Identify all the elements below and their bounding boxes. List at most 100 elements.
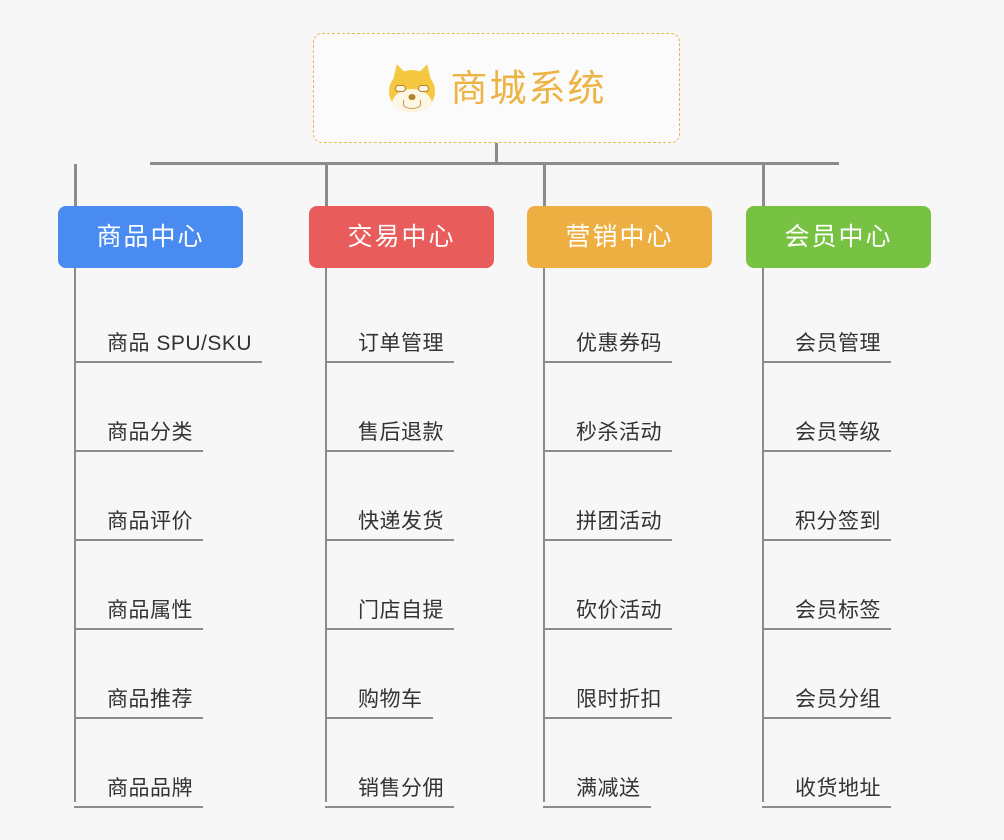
- leaf-item-underline: 商品品牌: [74, 777, 203, 808]
- connector-drop-member-center: [762, 164, 765, 206]
- branch-items-trade-center: 订单管理售后退款快递发货门店自提购物车销售分佣: [325, 268, 494, 808]
- leaf-item[interactable]: 购物车: [325, 630, 494, 719]
- leaf-item-underline: 购物车: [325, 688, 433, 719]
- leaf-item-underline: 会员等级: [762, 421, 891, 452]
- branch-header-label: 营销中心: [565, 222, 674, 251]
- leaf-item-underline: 会员标签: [762, 599, 891, 630]
- leaf-item-label: 会员等级: [795, 420, 881, 444]
- leaf-item-label: 优惠券码: [576, 331, 662, 355]
- leaf-item[interactable]: 限时折扣: [543, 630, 712, 719]
- leaf-item-underline: 会员管理: [762, 332, 891, 363]
- connector-root-stem: [495, 143, 498, 164]
- leaf-item-underline: 商品 SPU/SKU: [74, 331, 263, 363]
- leaf-item-underline: 收货地址: [762, 777, 891, 808]
- branch-product-center: 商品中心商品 SPU/SKU 商品分类商品评价商品属性商品推荐商品品牌: [58, 206, 263, 808]
- connector-spine-trade-center: [325, 268, 327, 802]
- leaf-item[interactable]: 会员分组: [762, 630, 931, 719]
- root-node[interactable]: 商城系统: [313, 33, 680, 143]
- branch-marketing-center: 营销中心优惠券码秒杀活动拼团活动砍价活动限时折扣满减送: [527, 206, 712, 808]
- leaf-item-label: 销售分佣: [358, 776, 444, 800]
- leaf-item[interactable]: 商品推荐: [74, 630, 243, 719]
- leaf-item[interactable]: 满减送: [543, 719, 712, 808]
- connector-drop-product-center: [74, 164, 77, 206]
- leaf-item[interactable]: 商品分类: [74, 363, 243, 452]
- leaf-item-label: 收货地址: [795, 776, 881, 800]
- branch-header-label: 会员中心: [784, 222, 893, 251]
- leaf-item-label: 商品属性: [107, 598, 193, 622]
- leaf-item-underline: 商品分类: [74, 421, 203, 452]
- leaf-item-underline: 积分签到: [762, 510, 891, 541]
- leaf-item-label: 商品推荐: [107, 687, 193, 711]
- branch-header-trade-center[interactable]: 交易中心: [309, 206, 494, 268]
- leaf-item[interactable]: 商品品牌: [74, 719, 243, 808]
- connector-spine-marketing-center: [543, 268, 545, 802]
- connector-spine-member-center: [762, 268, 764, 802]
- leaf-item-underline: 限时折扣: [543, 688, 672, 719]
- leaf-item-underline: 商品属性: [74, 599, 203, 630]
- branch-items-member-center: 会员管理会员等级积分签到会员标签会员分组收货地址: [762, 268, 931, 808]
- leaf-item-label: 积分签到: [795, 509, 881, 533]
- leaf-item-label: 会员分组: [795, 687, 881, 711]
- leaf-item-label: 购物车: [358, 687, 423, 711]
- leaf-item[interactable]: 售后退款: [325, 363, 494, 452]
- leaf-item[interactable]: 会员标签: [762, 541, 931, 630]
- shiba-inu-dog-face-icon: [387, 61, 437, 112]
- leaf-item[interactable]: 门店自提: [325, 541, 494, 630]
- leaf-item-label: 商品品牌: [107, 776, 193, 800]
- leaf-item-underline: 秒杀活动: [543, 421, 672, 452]
- branch-items-product-center: 商品 SPU/SKU 商品分类商品评价商品属性商品推荐商品品牌: [74, 268, 263, 808]
- branch-trade-center: 交易中心订单管理售后退款快递发货门店自提购物车销售分佣: [309, 206, 494, 808]
- connector-drop-trade-center: [325, 164, 328, 206]
- leaf-item-underline: 门店自提: [325, 599, 454, 630]
- branch-header-product-center[interactable]: 商品中心: [58, 206, 243, 268]
- leaf-item-underline: 砍价活动: [543, 599, 672, 630]
- leaf-item-label: 满减送: [576, 776, 641, 800]
- branch-items-marketing-center: 优惠券码秒杀活动拼团活动砍价活动限时折扣满减送: [543, 268, 712, 808]
- leaf-item[interactable]: 销售分佣: [325, 719, 494, 808]
- branch-header-member-center[interactable]: 会员中心: [746, 206, 931, 268]
- leaf-item[interactable]: 快递发货: [325, 452, 494, 541]
- leaf-item-label: 拼团活动: [576, 509, 662, 533]
- leaf-item-label: 会员管理: [795, 331, 881, 355]
- root-title: 商城系统: [450, 67, 607, 109]
- leaf-item[interactable]: 收货地址: [762, 719, 931, 808]
- leaf-item-label: 商品评价: [107, 509, 193, 533]
- leaf-item[interactable]: 砍价活动: [543, 541, 712, 630]
- leaf-item-underline: 满减送: [543, 777, 651, 808]
- branch-header-label: 交易中心: [347, 222, 456, 251]
- leaf-item[interactable]: 秒杀活动: [543, 363, 712, 452]
- leaf-item-underline: 拼团活动: [543, 510, 672, 541]
- leaf-item[interactable]: 积分签到: [762, 452, 931, 541]
- connector-horizontal-bus: [150, 162, 839, 165]
- leaf-item-label: 砍价活动: [576, 598, 662, 622]
- leaf-item-label: 门店自提: [358, 598, 444, 622]
- leaf-item-label: 订单管理: [358, 331, 444, 355]
- leaf-item[interactable]: 商品属性: [74, 541, 243, 630]
- connector-spine-product-center: [74, 268, 76, 802]
- leaf-item-underline: 快递发货: [325, 510, 454, 541]
- leaf-item[interactable]: 优惠券码: [543, 274, 712, 363]
- leaf-item-label: 会员标签: [795, 598, 881, 622]
- leaf-item-label: 快递发货: [358, 509, 444, 533]
- leaf-item-underline: 商品评价: [74, 510, 203, 541]
- leaf-item-underline: 售后退款: [325, 421, 454, 452]
- leaf-item-label: 秒杀活动: [576, 420, 662, 444]
- leaf-item[interactable]: 拼团活动: [543, 452, 712, 541]
- leaf-item-label: 限时折扣: [576, 687, 662, 711]
- leaf-item[interactable]: 商品评价: [74, 452, 243, 541]
- leaf-item-underline: 商品推荐: [74, 688, 203, 719]
- branch-header-marketing-center[interactable]: 营销中心: [527, 206, 712, 268]
- leaf-item-label: 售后退款: [358, 420, 444, 444]
- leaf-item[interactable]: 会员管理: [762, 274, 931, 363]
- leaf-item-label: 商品 SPU/SKU: [107, 331, 253, 355]
- leaf-item[interactable]: 会员等级: [762, 363, 931, 452]
- leaf-item-underline: 优惠券码: [543, 332, 672, 363]
- leaf-item-underline: 订单管理: [325, 332, 454, 363]
- leaf-item-label: 商品分类: [107, 420, 193, 444]
- branch-header-label: 商品中心: [96, 222, 205, 251]
- leaf-item-underline: 销售分佣: [325, 777, 454, 808]
- leaf-item[interactable]: 订单管理: [325, 274, 494, 363]
- connector-drop-marketing-center: [543, 164, 546, 206]
- leaf-item[interactable]: 商品 SPU/SKU: [74, 274, 263, 363]
